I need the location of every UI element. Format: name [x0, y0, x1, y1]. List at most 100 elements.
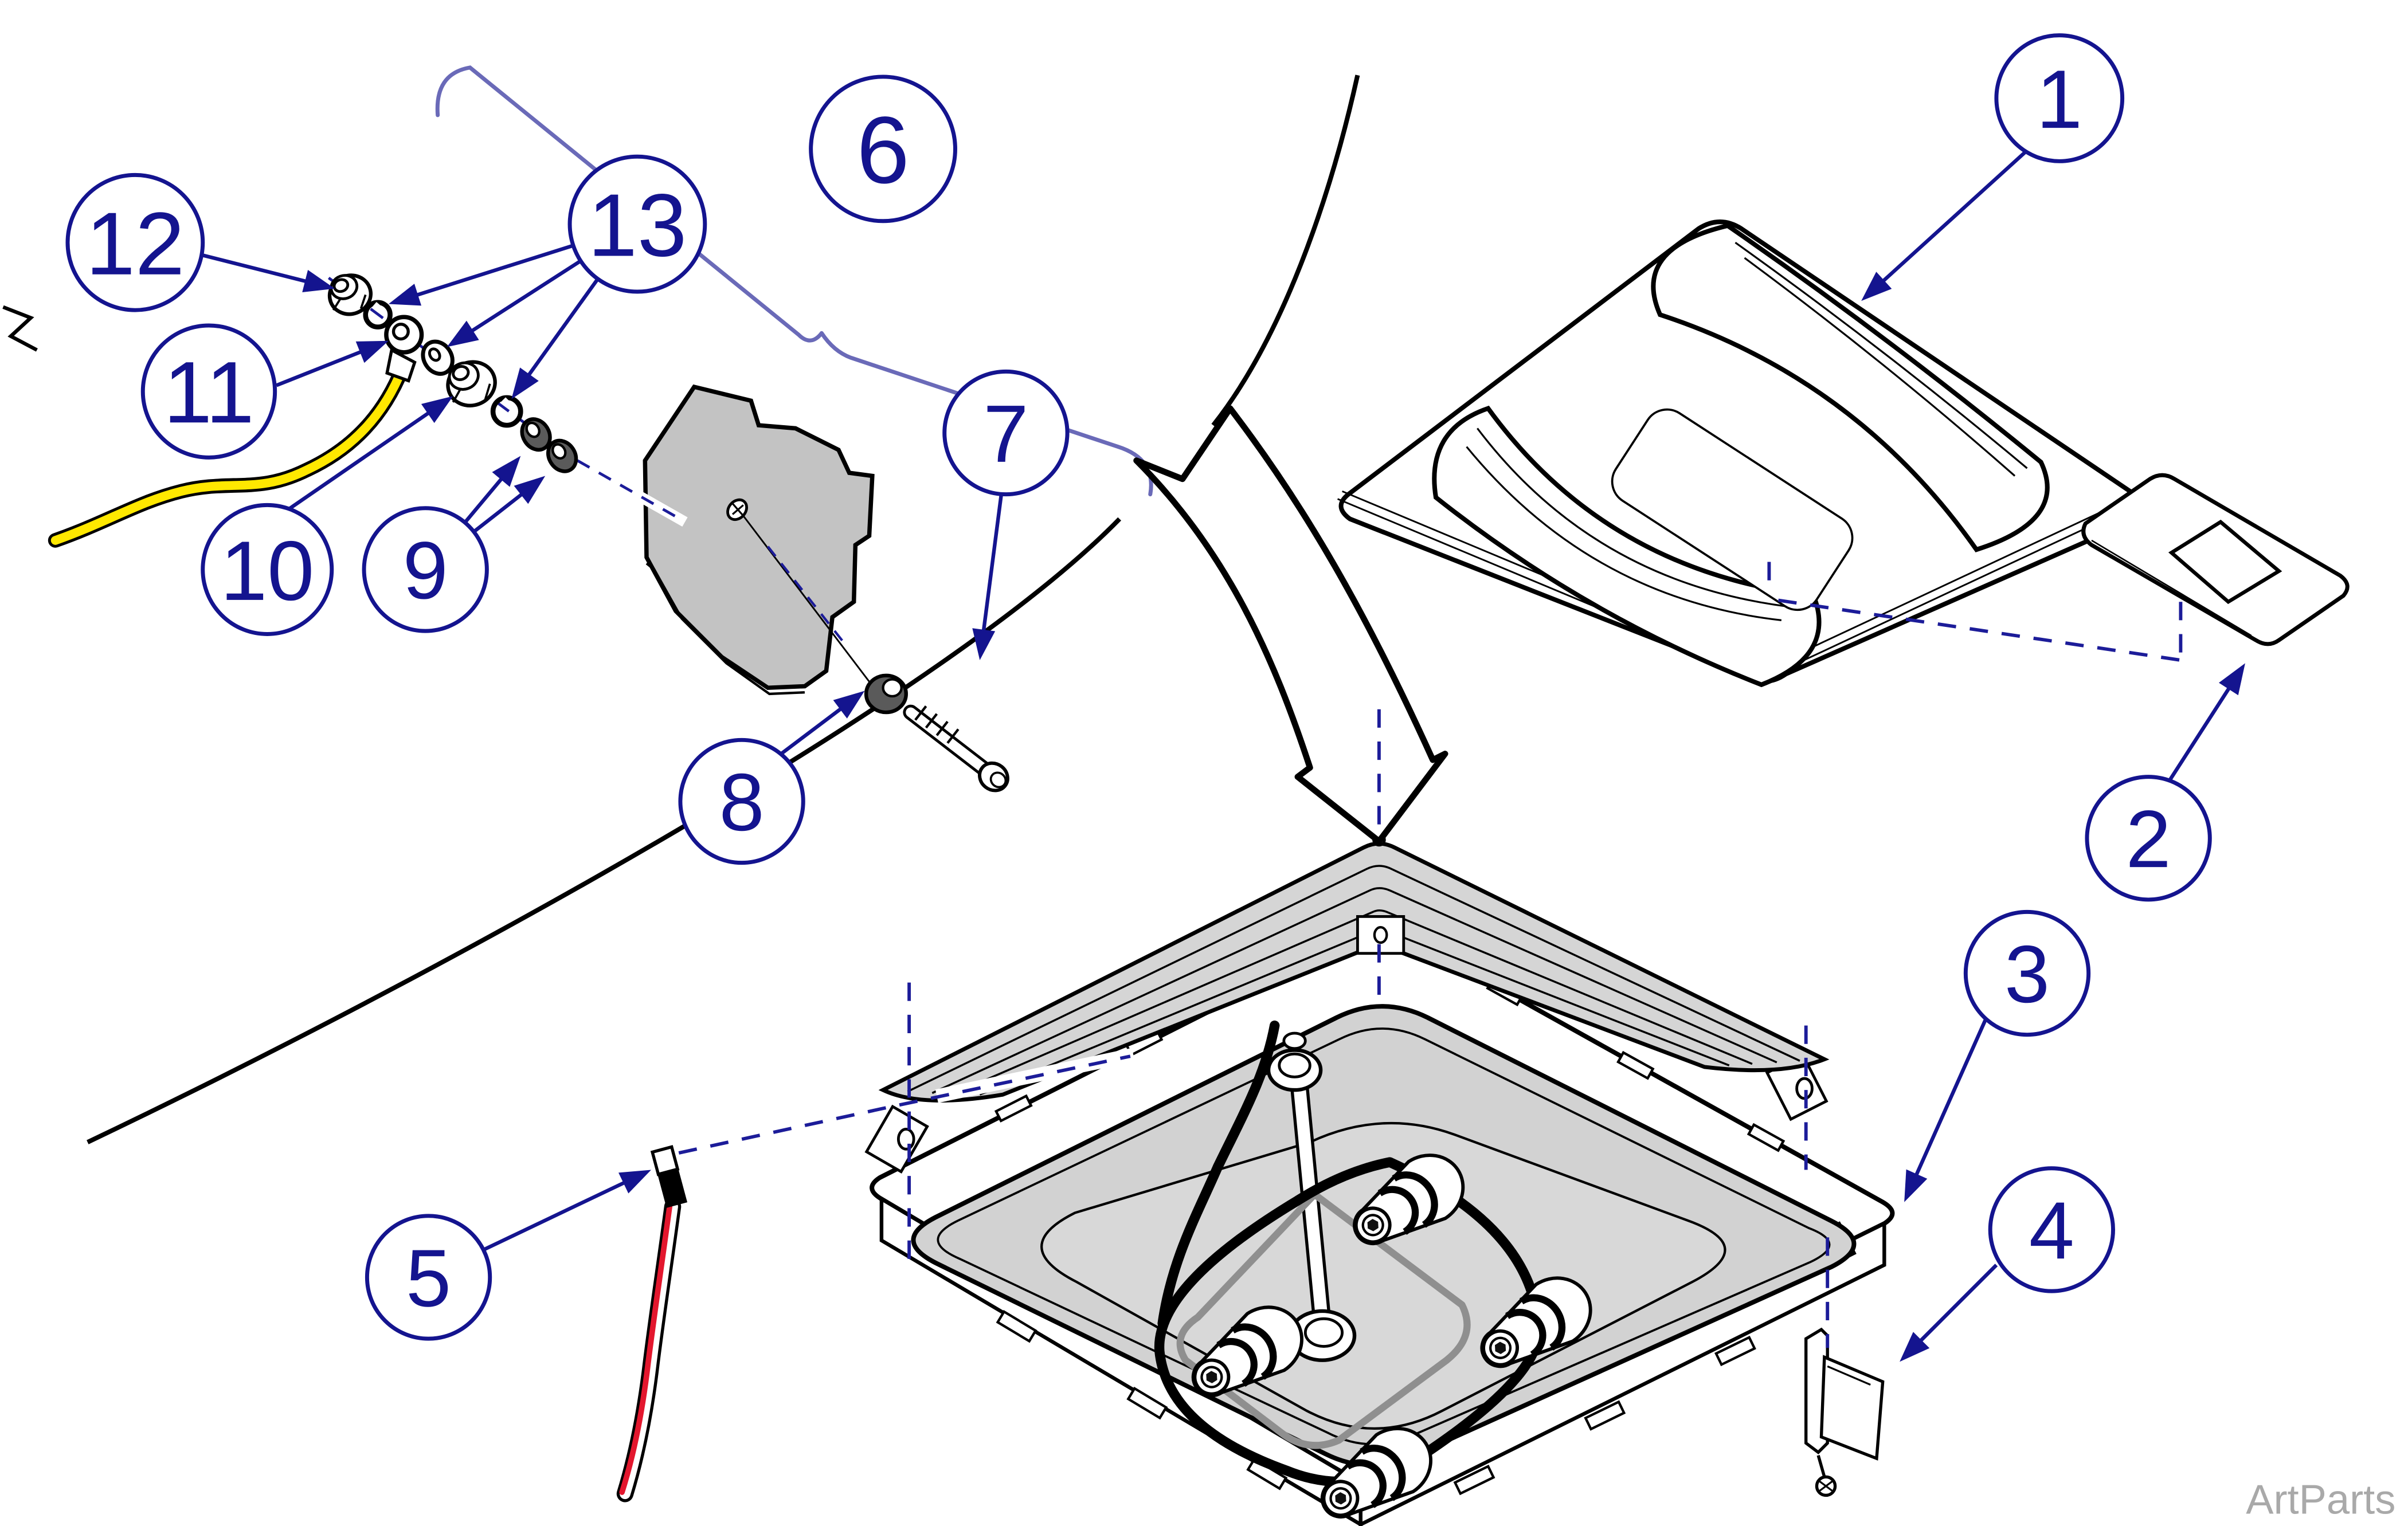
ground-wire — [48, 361, 410, 548]
leader-line — [473, 488, 530, 533]
kidney-cutout — [1651, 223, 2050, 552]
callout-balloon — [140, 323, 277, 460]
leader-arrowhead-icon — [302, 270, 335, 293]
cover-recess — [1611, 408, 1854, 611]
callout-label: 3 — [2004, 929, 2050, 1020]
callout-label: 13 — [588, 175, 687, 275]
leader-arrowhead-icon — [2218, 663, 2245, 696]
callout-label: 6 — [856, 97, 909, 203]
callout-13: 13 — [388, 154, 707, 399]
leader-line — [276, 347, 370, 387]
leader-arrowhead-icon — [492, 456, 521, 487]
callout-label: 8 — [719, 757, 765, 848]
screw-tip — [726, 498, 748, 521]
callout-label: 7 — [983, 389, 1028, 480]
callout-8: 8 — [678, 691, 865, 865]
callout-2: 2 — [2085, 663, 2245, 902]
leader-arrowhead-icon — [355, 340, 389, 363]
callout-3: 3 — [1904, 909, 2091, 1202]
leader-arrowhead-icon — [511, 367, 539, 399]
wire-sleeve — [657, 1170, 688, 1208]
leader-arrowhead-icon — [514, 476, 546, 504]
callout-balloon — [365, 1214, 492, 1341]
leader-arrowhead-icon — [421, 396, 453, 423]
alignment-dashes — [678, 1054, 1131, 1155]
lock-washer — [363, 300, 393, 329]
callout-label: 10 — [220, 524, 314, 618]
leader-arrowhead-icon — [618, 1170, 652, 1194]
callout-9: 9 — [362, 456, 546, 633]
leader-arrowhead-icon — [1900, 1332, 1930, 1362]
watermark: ArtParts — [2246, 1477, 2395, 1523]
ring-terminal — [384, 315, 424, 383]
direction-arrow-icon — [1133, 405, 1448, 845]
callout-balloon — [1963, 909, 2091, 1037]
callout-11: 11 — [140, 323, 389, 460]
roller — [1191, 1154, 1592, 1519]
leader-line — [522, 278, 599, 383]
callout-label: 9 — [403, 525, 448, 616]
leader-line — [1911, 1018, 1988, 1183]
rubber-washer — [546, 438, 578, 473]
leader-line — [284, 406, 437, 513]
leader-line — [483, 1177, 633, 1252]
center-post — [1266, 1031, 1357, 1362]
callout-balloon — [809, 74, 957, 223]
callout-4: 4 — [1900, 1166, 2115, 1362]
leader-arrowhead-icon — [388, 284, 422, 306]
trim-plate — [2081, 473, 2350, 646]
callout-balloon — [1988, 1166, 2115, 1293]
callout-balloon — [201, 503, 334, 636]
callout-label: 5 — [406, 1233, 451, 1324]
leader-arrowhead-icon — [833, 691, 865, 719]
callout-label: 4 — [2029, 1185, 2074, 1276]
hex-nut — [327, 273, 373, 316]
callout-5: 5 — [365, 1170, 652, 1341]
signal-wire — [616, 1145, 688, 1503]
flat-washer — [421, 339, 455, 376]
leader-line — [464, 471, 508, 523]
callout-1: 1 — [1861, 33, 2125, 301]
callout-10: 10 — [201, 396, 453, 636]
wire-connector — [650, 1145, 680, 1176]
callout-balloon — [567, 154, 707, 294]
callout-6: 6 — [809, 74, 957, 223]
leader-arrowhead-icon — [1904, 1169, 1928, 1202]
callout-label: 11 — [163, 344, 254, 441]
leader-arrowhead-icon — [972, 628, 996, 661]
leader-arrowhead-icon — [1861, 272, 1892, 301]
ground-wire-assembly — [48, 273, 1009, 793]
callout-label: 1 — [2037, 53, 2082, 146]
main-assembly — [864, 833, 1895, 1526]
callout-balloon — [2085, 775, 2212, 902]
leader-line — [1876, 149, 2029, 288]
callout-balloon — [65, 172, 205, 312]
callout-label: 2 — [2126, 794, 2171, 885]
leader-line — [1913, 1264, 1998, 1348]
kidney-cutout — [1432, 405, 1822, 688]
lock-washer — [490, 395, 523, 428]
leader-line — [201, 253, 315, 285]
callout-balloon — [942, 369, 1070, 497]
leader-line — [464, 259, 582, 337]
cover-panel — [1337, 219, 2149, 688]
leader-arrowhead-icon — [447, 320, 479, 347]
callout-balloon — [678, 737, 805, 865]
hex-nut — [446, 360, 497, 407]
alignment-dashes — [907, 562, 2183, 1348]
leader-line — [776, 702, 849, 759]
rubber-washer — [520, 417, 552, 452]
callout-balloon — [1994, 33, 2125, 163]
mounting-plate — [643, 384, 875, 696]
callout-balloon — [362, 506, 489, 633]
leader-line — [980, 494, 1004, 640]
grommet — [864, 673, 908, 715]
leader-line — [2168, 680, 2235, 781]
break-line — [2, 74, 1360, 1144]
callout-label: 12 — [85, 194, 185, 293]
callout-12: 12 — [65, 172, 335, 312]
leader-line — [408, 244, 574, 300]
callout-7: 7 — [942, 369, 1070, 661]
